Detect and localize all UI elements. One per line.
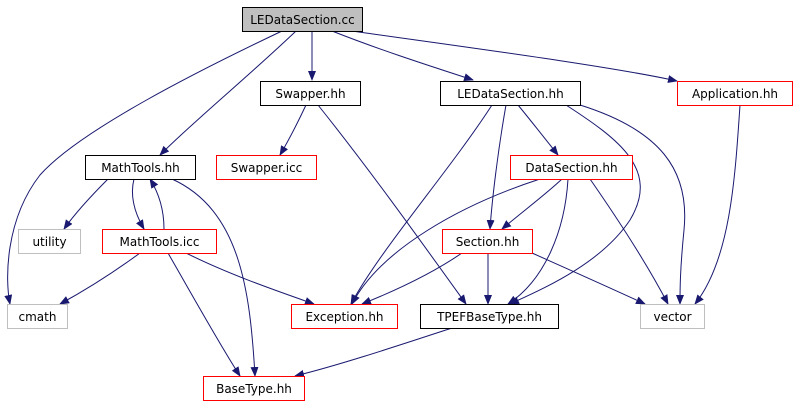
edge-section-hh-to-exception-hh bbox=[361, 252, 463, 305]
node-cmath[interactable]: cmath bbox=[7, 304, 68, 329]
node-label: LEDataSection.hh bbox=[457, 87, 564, 101]
node-box bbox=[442, 229, 533, 254]
node-exception-hh[interactable]: Exception.hh bbox=[291, 304, 398, 329]
edge-ledatasection-hh-to-tpefbasetype-hh bbox=[509, 104, 641, 305]
node-vector[interactable]: vector bbox=[640, 304, 705, 329]
node-box bbox=[260, 81, 361, 106]
node-box bbox=[203, 376, 305, 401]
node-box bbox=[510, 155, 633, 180]
node-swapper-hh[interactable]: Swapper.hh bbox=[260, 81, 361, 106]
edge-mathtools-icc-to-cmath bbox=[59, 252, 141, 305]
node-box bbox=[216, 155, 317, 180]
edge-section-hh-to-vector bbox=[531, 252, 646, 305]
node-label: BaseType.hh bbox=[216, 382, 292, 396]
node-label: LEDataSection.cc bbox=[250, 13, 355, 27]
node-box bbox=[440, 81, 581, 106]
node-section-hh[interactable]: Section.hh bbox=[442, 229, 533, 254]
edge-mathtools-icc-to-basetype-hh bbox=[167, 252, 241, 377]
edge-ledatasection-cc-to-mathtools-hh bbox=[159, 30, 297, 156]
node-label: TPEFBaseType.hh bbox=[436, 310, 542, 324]
node-application-hh[interactable]: Application.hh bbox=[677, 81, 793, 106]
node-ledatasection-hh[interactable]: LEDataSection.hh bbox=[440, 81, 581, 106]
edge-datasection-hh-to-vector bbox=[589, 178, 669, 305]
node-label: utility bbox=[32, 235, 66, 249]
edge-mathtools-hh-to-mathtools-icc bbox=[131, 178, 145, 230]
node-label: vector bbox=[653, 310, 691, 324]
node-swapper-icc[interactable]: Swapper.icc bbox=[216, 155, 317, 180]
edge-datasection-hh-to-section-hh bbox=[501, 178, 563, 230]
node-label: MathTools.icc bbox=[120, 235, 200, 249]
edge-ledatasection-hh-to-exception-hh bbox=[350, 104, 493, 305]
edge-ledatasection-cc-to-application-hh bbox=[351, 30, 678, 83]
node-label: DataSection.hh bbox=[525, 161, 617, 175]
node-label: Application.hh bbox=[692, 87, 778, 101]
node-box bbox=[85, 155, 196, 180]
edges-layer bbox=[4, 30, 741, 378]
node-box bbox=[640, 304, 705, 329]
edge-mathtools-hh-to-utility bbox=[63, 178, 109, 230]
node-box bbox=[420, 304, 559, 329]
edge-mathtools-icc-to-exception-hh bbox=[185, 252, 315, 305]
node-box bbox=[291, 304, 398, 329]
edge-mathtools-hh-to-basetype-hh bbox=[171, 178, 259, 377]
edge-ledatasection-hh-to-datasection-hh bbox=[517, 104, 559, 156]
node-box bbox=[18, 229, 81, 254]
node-label: Section.hh bbox=[456, 235, 520, 249]
edge-ledatasection-hh-to-vector bbox=[579, 104, 686, 305]
edge-swapper-hh-to-tpefbasetype-hh bbox=[317, 104, 467, 305]
edge-ledatasection-cc-to-ledatasection-hh bbox=[331, 30, 474, 82]
node-box bbox=[677, 81, 793, 106]
edge-datasection-hh-to-tpefbasetype-hh bbox=[507, 178, 569, 305]
node-utility[interactable]: utility bbox=[18, 229, 81, 254]
node-label: Swapper.hh bbox=[275, 87, 345, 101]
edge-mathtools-icc-to-mathtools-hh bbox=[149, 178, 165, 230]
node-mathtools-icc[interactable]: MathTools.icc bbox=[102, 229, 217, 254]
edge-application-hh-to-vector bbox=[694, 104, 741, 305]
node-box bbox=[7, 304, 68, 329]
node-label: Swapper.icc bbox=[231, 161, 303, 175]
node-label: cmath bbox=[19, 310, 57, 324]
edge-swapper-hh-to-swapper-icc bbox=[279, 104, 307, 156]
node-tpefbasetype-hh[interactable]: TPEFBaseType.hh bbox=[420, 304, 559, 329]
node-box bbox=[102, 229, 217, 254]
node-label: MathTools.hh bbox=[101, 161, 180, 175]
edge-ledatasection-cc-to-cmath bbox=[4, 30, 283, 305]
node-mathtools-hh[interactable]: MathTools.hh bbox=[85, 155, 196, 180]
node-label: Exception.hh bbox=[305, 310, 383, 324]
edge-tpefbasetype-hh-to-basetype-hh bbox=[294, 327, 453, 378]
edge-datasection-hh-to-exception-hh bbox=[351, 178, 541, 305]
node-ledatasection-cc: LEDataSection.cc bbox=[242, 7, 363, 32]
node-box bbox=[242, 7, 363, 32]
edge-ledatasection-hh-to-section-hh bbox=[486, 104, 507, 230]
node-basetype-hh[interactable]: BaseType.hh bbox=[203, 376, 305, 401]
node-datasection-hh[interactable]: DataSection.hh bbox=[510, 155, 633, 180]
